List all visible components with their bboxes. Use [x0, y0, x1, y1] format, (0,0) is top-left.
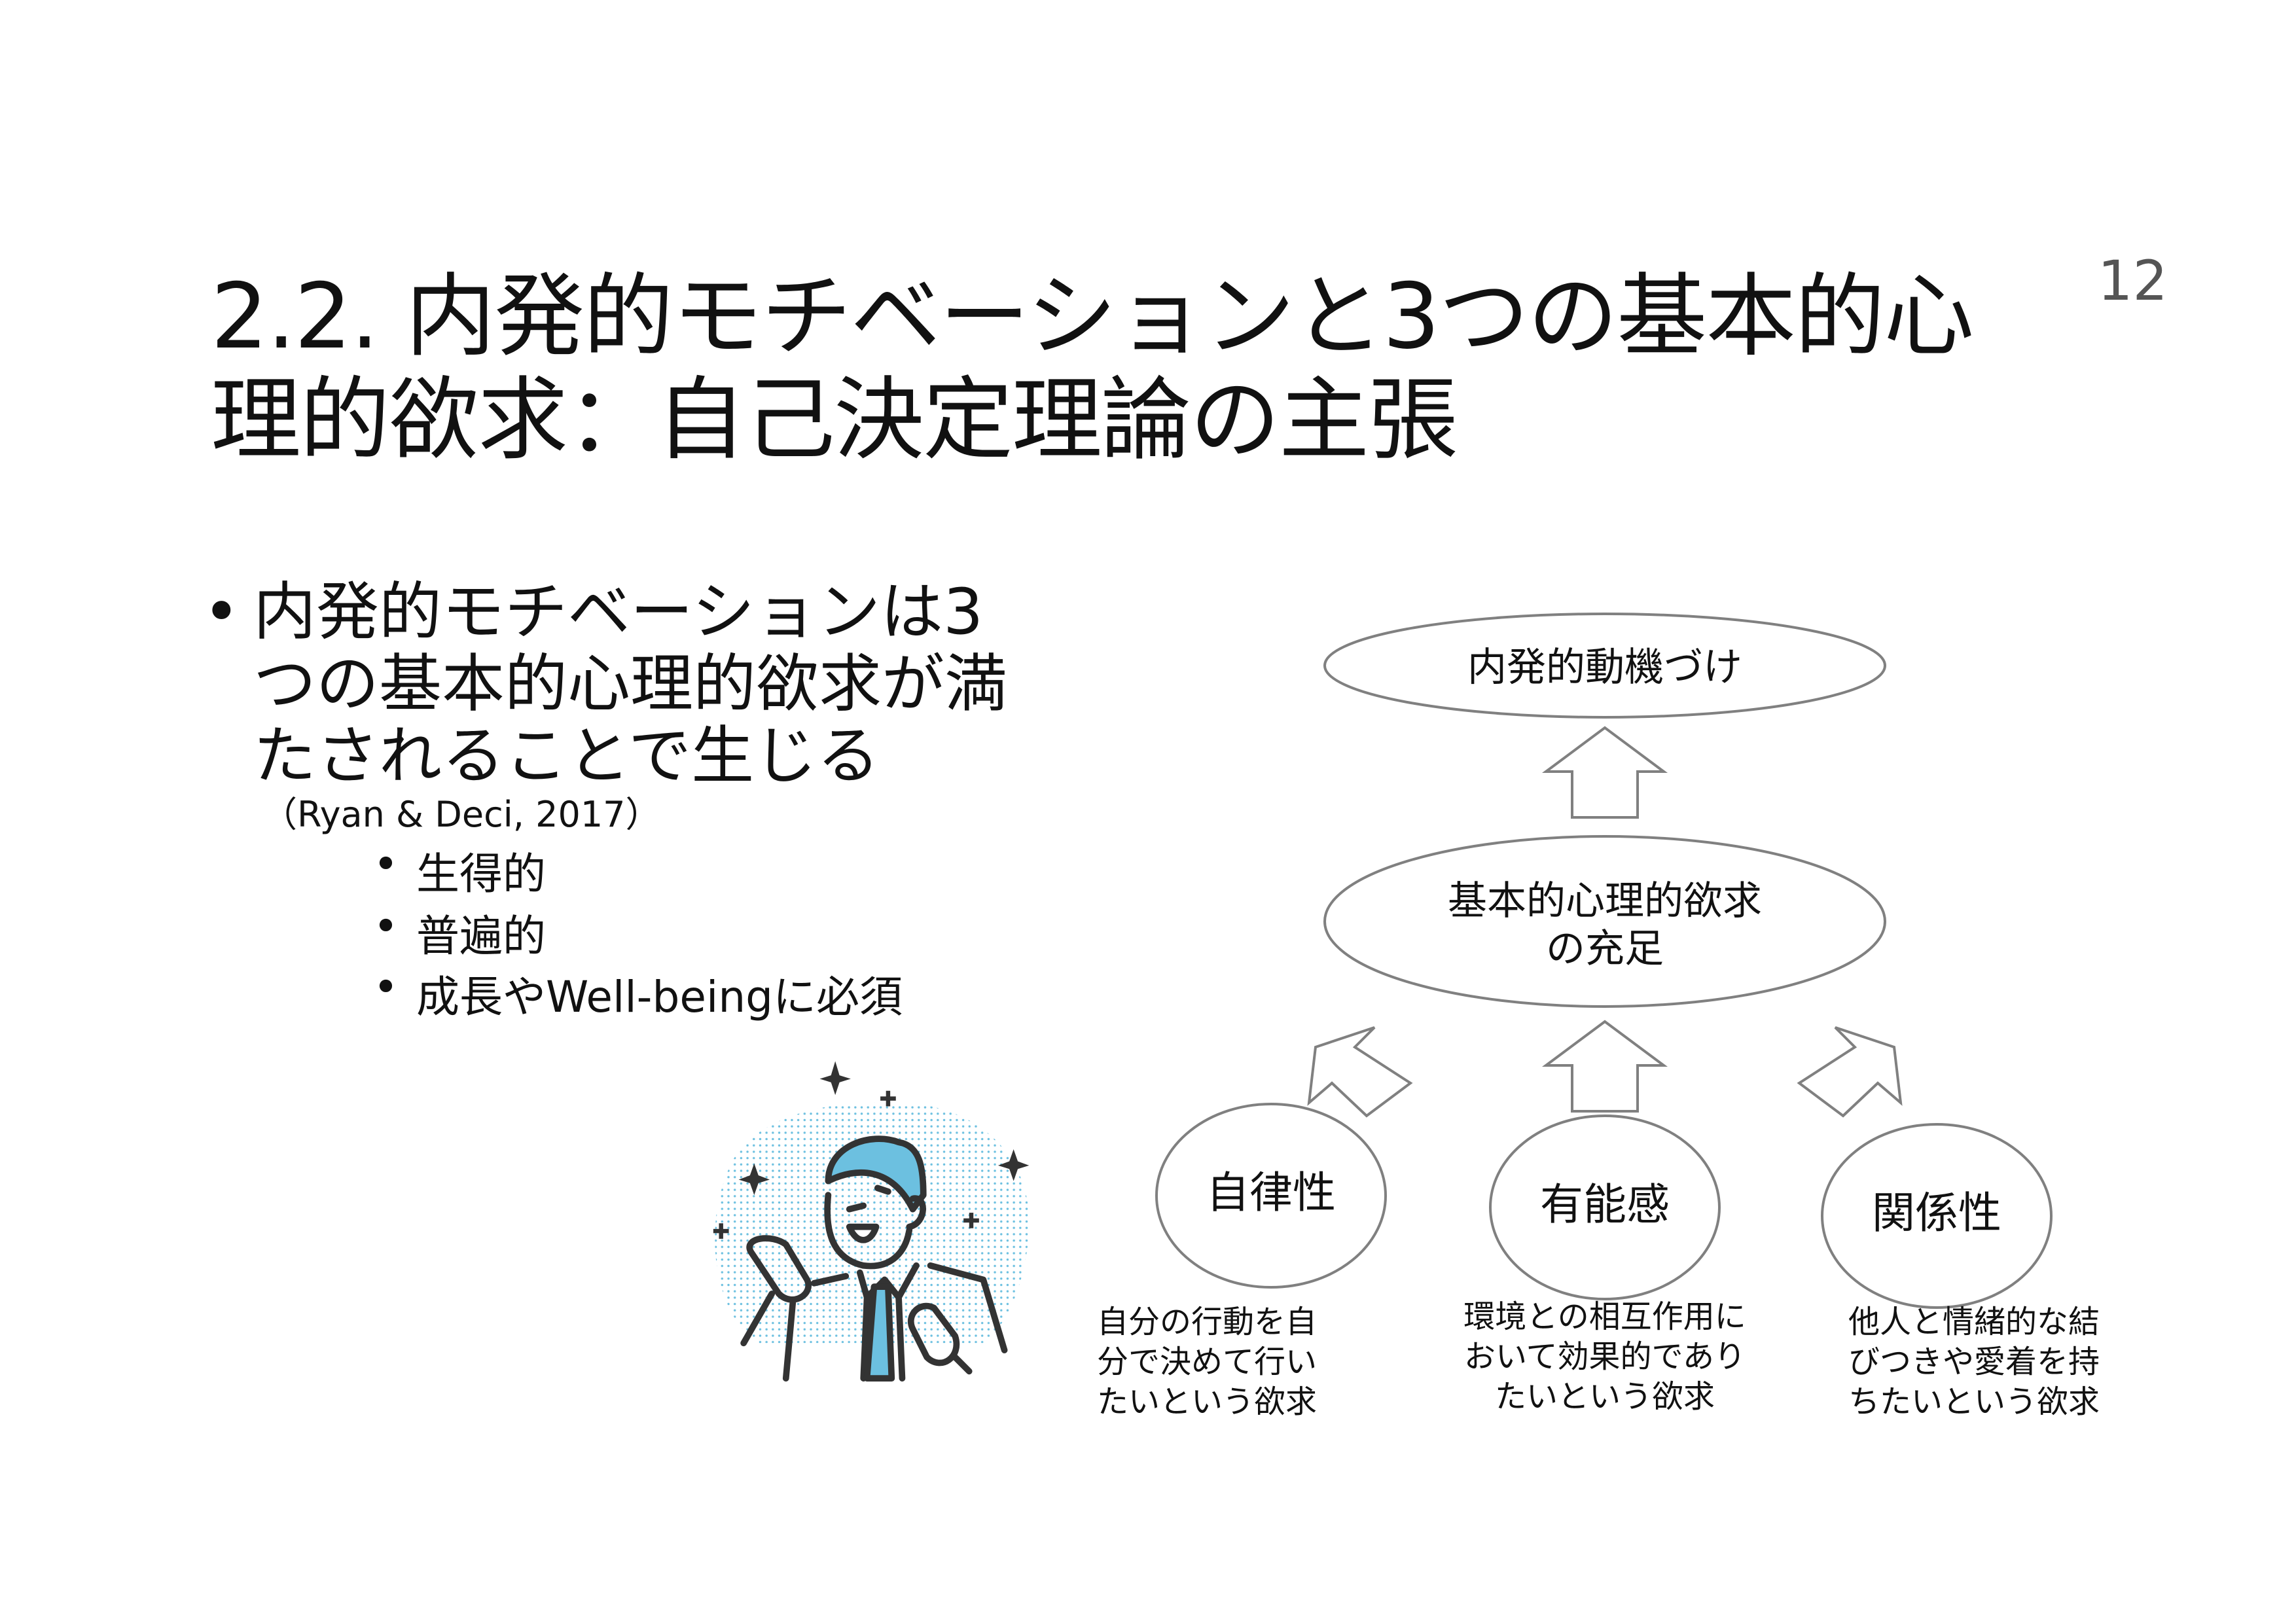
- sparkle-icons: [713, 1061, 1030, 1239]
- desc-line: びつきや愛着を持: [1848, 1344, 2100, 1380]
- title-line-1: 2.2. 内発的モチベーションと3つの基本的心: [211, 264, 1974, 369]
- arrow-up-icon: [1541, 726, 1668, 819]
- competence-description: 環境との相互作用に おいて効果的であり たいという欲求: [1408, 1297, 1801, 1417]
- basic-needs-label: 基本的心理的欲求: [1448, 878, 1762, 924]
- basic-needs-ellipse: [1323, 835, 1886, 1008]
- sub-bullet-text: 成長やWell-beingに必須: [416, 972, 903, 1022]
- bullet-line: 内発的モチベーションは3: [253, 575, 984, 649]
- desc-line: 環境との相互作用に: [1463, 1298, 1746, 1335]
- arrow-up-left-icon: [1797, 1026, 1903, 1118]
- sub-bullet-text: 普遍的: [416, 911, 546, 961]
- arrow-up-icon: [1541, 1020, 1668, 1113]
- arrow-up-right-icon: [1307, 1026, 1413, 1118]
- basic-needs-label: の充足: [1546, 926, 1664, 972]
- sub-bullet-text: 生得的: [416, 849, 546, 899]
- autonomy-circle: [1155, 1103, 1387, 1289]
- autonomy-label: 自律性: [1206, 1168, 1336, 1218]
- cheering-businessman-illustration: [713, 1061, 1030, 1382]
- bullet-line: つの基本的心理的欲求が満: [253, 647, 1007, 721]
- desc-line: 分で決めて行い: [1097, 1344, 1318, 1380]
- intrinsic-motivation-ellipse: [1323, 613, 1886, 719]
- title-line-2: 理的欲求：自己決定理論の主張: [211, 367, 1458, 473]
- desc-line: ちたいという欲求: [1848, 1383, 2100, 1420]
- autonomy-description: 自分の行動を自 分で決めて行い たいという欲求: [1097, 1302, 1317, 1422]
- desc-line: おいて効果的であり: [1463, 1338, 1746, 1375]
- desc-line: たいという欲求: [1097, 1383, 1318, 1420]
- slide-title: 2.2. 内発的モチベーションと3つの基本的心 理的欲求：自己決定理論の主張: [211, 264, 1974, 473]
- desc-line: 自分の行動を自: [1097, 1304, 1318, 1340]
- relatedness-label: 関係性: [1872, 1188, 2001, 1238]
- bullet-dot: •: [203, 575, 240, 649]
- relatedness-circle: [1821, 1123, 2053, 1309]
- competence-label: 有能感: [1540, 1179, 1670, 1230]
- intrinsic-motivation-label: 内発的動機づけ: [1467, 645, 1742, 690]
- relatedness-description: 他人と情緒的な結 びつきや愛着を持 ちたいという欲求: [1848, 1302, 2100, 1422]
- citation: （Ryan & Deci, 2017）: [262, 794, 661, 835]
- desc-line: たいという欲求: [1494, 1378, 1715, 1415]
- page-number: 12: [2098, 249, 2168, 313]
- competence-circle: [1489, 1115, 1721, 1300]
- bullet-line: たされることで生じる: [253, 719, 880, 793]
- desc-line: 他人と情緒的な結: [1848, 1304, 2100, 1340]
- dotted-background: [715, 1102, 1030, 1344]
